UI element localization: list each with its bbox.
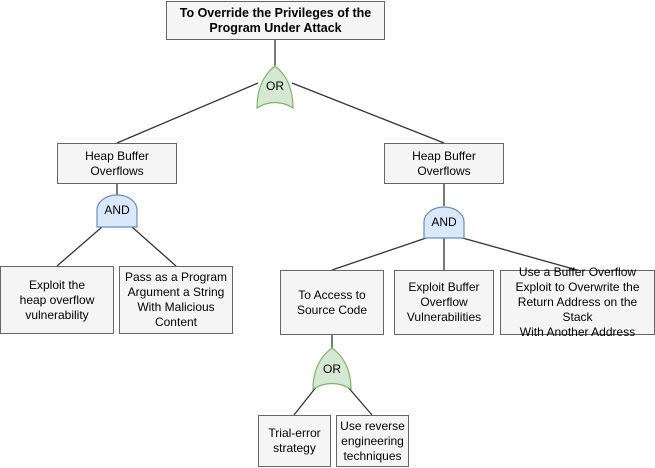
root-goal-text: To Override the Privileges of the Progra… [179,5,372,35]
edge-bottom-or-trial-error [293,385,318,416]
reverse-eng-text: Use reverse engineering techniques [340,418,405,463]
edge-left-and-pass-program [131,226,177,267]
left-and-gate-shape [96,194,138,228]
exploit-buffer-overflow-node: Exploit Buffer Overflow Vulnerabilities [394,270,494,335]
exploit-heap-text: Exploit the heap overflow vulnerability [19,277,95,322]
pass-program-argument-node: Pass as a Program Argument a String With… [119,266,233,334]
access-source-text: To Access to Source Code [296,287,368,317]
left-and-gate-label: AND [104,203,130,217]
heap-buffer-overflows-left-node: Heap Buffer Overflows [57,143,177,184]
root-goal-node: To Override the Privileges of the Progra… [166,1,385,40]
edge-bottom-or-reverse-eng [346,385,373,416]
edge-right-and-access-source [331,236,430,271]
heap-buffer-overflows-right-node: Heap Buffer Overflows [384,143,504,184]
edge-top-or-heap-right [291,82,445,144]
heap-left-text: Heap Buffer Overflows [85,148,149,178]
right-and-gate-label: AND [431,215,457,229]
edge-top-or-heap-left [116,82,259,144]
exploit-heap-node: Exploit the heap overflow vulnerability [0,266,114,334]
heap-right-text: Heap Buffer Overflows [412,148,476,178]
top-or-gate-shape [256,65,294,110]
reverse-engineering-node: Use reverse engineering techniques [336,415,409,467]
use-buffer-overflow-node: Use a Buffer Overflow Exploit to Overwri… [500,265,655,339]
pass-program-text: Pass as a Program Argument a String With… [124,270,228,329]
trial-error-node: Trial-error strategy [258,415,331,467]
edge-left-and-exploit-heap [56,226,103,267]
bottom-or-gate-shape [312,347,352,391]
edge-right-and-use-buffer [458,236,578,271]
bottom-or-gate-label: OR [323,362,341,376]
access-source-code-node: To Access to Source Code [280,270,384,335]
use-buffer-text: Use a Buffer Overflow Exploit to Overwri… [515,265,640,339]
exploit-buffer-text: Exploit Buffer Overflow Vulnerabilities [406,280,482,324]
right-and-gate-shape [423,206,465,239]
top-or-gate-label: OR [266,79,284,93]
trial-error-text: Trial-error strategy [268,426,321,455]
